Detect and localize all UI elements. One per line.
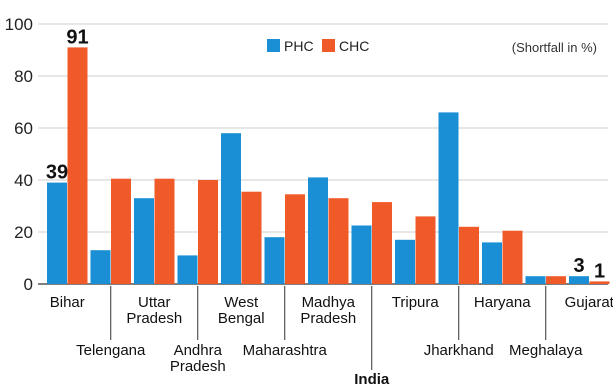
y-tick-label-80: 80 bbox=[14, 67, 33, 86]
y-tick-label-20: 20 bbox=[14, 223, 33, 242]
data-label-phc-bihar: 39 bbox=[46, 162, 68, 184]
bar-chc-haryana bbox=[502, 230, 523, 284]
bar-chc-jharkhand bbox=[459, 226, 479, 284]
x-tick-label-haryana: Haryana bbox=[474, 294, 531, 311]
data-label-chc-gujarat: 1 bbox=[594, 260, 605, 282]
x-tick-label-maharashtra: Maharashtra bbox=[243, 342, 328, 359]
x-tick-label-meghalaya: Meghalaya bbox=[509, 342, 583, 359]
bar-chc-tripura bbox=[415, 216, 436, 284]
bar-phc-meghalaya bbox=[525, 276, 546, 284]
bar-chc-andhra-pradesh bbox=[198, 180, 218, 284]
bar-chc-meghalaya bbox=[546, 276, 566, 284]
bar-chc-west-bengal bbox=[241, 191, 262, 284]
bar-chc-bihar bbox=[67, 47, 88, 285]
bar-phc-india bbox=[351, 225, 372, 284]
bar-phc-maharashtra bbox=[264, 237, 285, 284]
bar-chc-telengana bbox=[111, 178, 131, 284]
y-tick-label-60: 60 bbox=[14, 119, 33, 138]
legend-swatch-chc bbox=[322, 39, 335, 52]
legend: PHC CHC bbox=[267, 38, 369, 54]
bar-phc-tripura bbox=[395, 239, 415, 284]
bar-chc-uttar-pradesh bbox=[154, 178, 175, 284]
y-tick-label-40: 40 bbox=[14, 171, 33, 190]
legend-label-phc: PHC bbox=[284, 38, 314, 54]
data-label-chc-bihar: 91 bbox=[66, 26, 88, 48]
bar-chc-madhya-pradesh bbox=[328, 198, 349, 284]
x-tick-label-india: India bbox=[354, 371, 390, 388]
y-tick-label-0: 0 bbox=[24, 275, 33, 294]
bar-phc-andhra-pradesh bbox=[177, 255, 198, 284]
bar-chc-maharashtra bbox=[285, 194, 305, 284]
legend-swatch-phc bbox=[267, 39, 280, 52]
bar-phc-uttar-pradesh bbox=[134, 198, 154, 284]
shortfall-annotation: (Shortfall in %) bbox=[512, 40, 597, 55]
bar-phc-jharkhand bbox=[438, 112, 459, 285]
bar-phc-haryana bbox=[482, 242, 502, 284]
x-tick-label-telengana: Telengana bbox=[76, 342, 146, 359]
bar-phc-madhya-pradesh bbox=[308, 177, 328, 284]
x-tick-label-bihar: Bihar bbox=[50, 294, 85, 311]
bar-phc-gujarat bbox=[569, 276, 589, 284]
bar-chc-india bbox=[372, 202, 392, 284]
legend-label-chc: CHC bbox=[339, 38, 369, 54]
x-tick-label-tripura: Tripura bbox=[392, 294, 440, 311]
y-tick-label-100: 100 bbox=[5, 15, 33, 34]
bar-phc-west-bengal bbox=[221, 133, 241, 284]
bar-phc-telengana bbox=[90, 250, 111, 284]
y-axis-ticks: 0 20 40 60 80 100 bbox=[5, 15, 33, 294]
bars bbox=[47, 47, 610, 285]
bar-chc-gujarat bbox=[589, 281, 610, 284]
data-label-phc-gujarat: 3 bbox=[573, 255, 584, 277]
x-tick-label-gujarat: Gujarat bbox=[565, 294, 613, 311]
x-tick-label-jharkhand: Jharkhand bbox=[424, 342, 494, 359]
bar-phc-bihar bbox=[47, 182, 67, 284]
